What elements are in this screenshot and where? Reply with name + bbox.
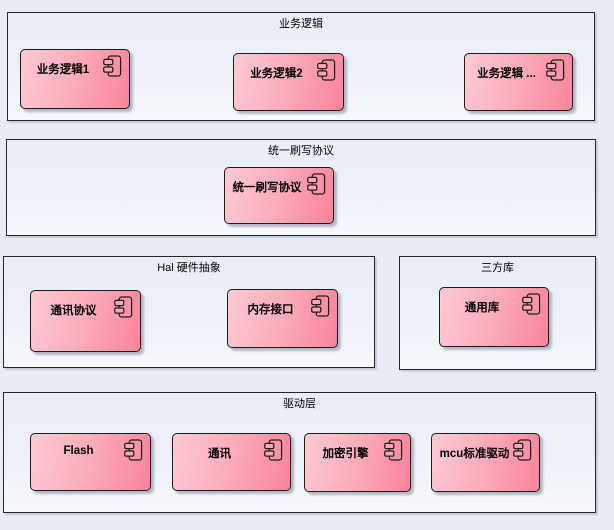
component-label: 业务逻辑2 [250,68,303,80]
frame-driver-layer[interactable]: 驱动层 Flash 通讯 加密引擎 [3,392,596,513]
frame-title: 三方库 [481,262,514,274]
uml-component-icon [522,293,541,315]
frame-unified-flash-protocol[interactable]: 统一刷写协议 统一刷写协议 [6,139,596,236]
component-label: 业务逻辑1 [36,64,90,76]
frame-title: 驱动层 [283,398,316,410]
component-label: mcu标准驱动 [439,448,510,460]
frame-title: Hal 硬件抽象 [157,262,221,274]
uml-component-icon [264,439,283,461]
component-label: Flash [63,445,94,457]
component-flash[interactable]: Flash [30,433,151,491]
component-label: 业务逻辑 ... [477,68,536,80]
uml-component-icon [384,439,403,461]
uml-component-icon [513,439,532,461]
component-unified-flash-protocol[interactable]: 统一刷写协议 [224,167,334,224]
component-label: 通讯协议 [50,305,97,317]
uml-component-icon [307,173,326,195]
uml-component-icon [317,59,336,81]
component-label: 通用库 [464,302,500,314]
component-label: 统一刷写协议 [232,182,302,194]
uml-component-icon [103,55,122,77]
component-mcu-standard-driver[interactable]: mcu标准驱动 [431,433,540,492]
frame-title: 业务逻辑 [279,18,323,30]
component-common-lib[interactable]: 通用库 [439,287,549,347]
component-label: 内存接口 [247,304,294,316]
frame-business-logic[interactable]: 业务逻辑 业务逻辑1 业务逻辑2 业务逻辑 ... [7,12,595,121]
frame-hal-hardware-abstraction[interactable]: Hal 硬件抽象 通讯协议 内存接口 [3,256,375,368]
component-business-logic-1[interactable]: 业务逻辑1 [20,49,130,109]
component-business-logic-n[interactable]: 业务逻辑 ... [464,53,573,111]
component-comm-protocol[interactable]: 通讯协议 [30,290,141,352]
component-comm[interactable]: 通讯 [172,433,291,491]
uml-component-icon [546,59,565,81]
component-label: 加密引擎 [322,448,369,460]
uml-component-icon [311,295,330,317]
component-crypto-engine[interactable]: 加密引擎 [304,433,411,492]
frame-third-party-libs[interactable]: 三方库 通用库 [399,256,596,370]
uml-component-icon [124,439,143,461]
uml-component-icon [114,296,133,318]
component-label: 通讯 [208,448,231,460]
component-business-logic-2[interactable]: 业务逻辑2 [233,53,344,111]
frame-title: 统一刷写协议 [268,145,334,157]
component-memory-interface[interactable]: 内存接口 [227,289,338,348]
